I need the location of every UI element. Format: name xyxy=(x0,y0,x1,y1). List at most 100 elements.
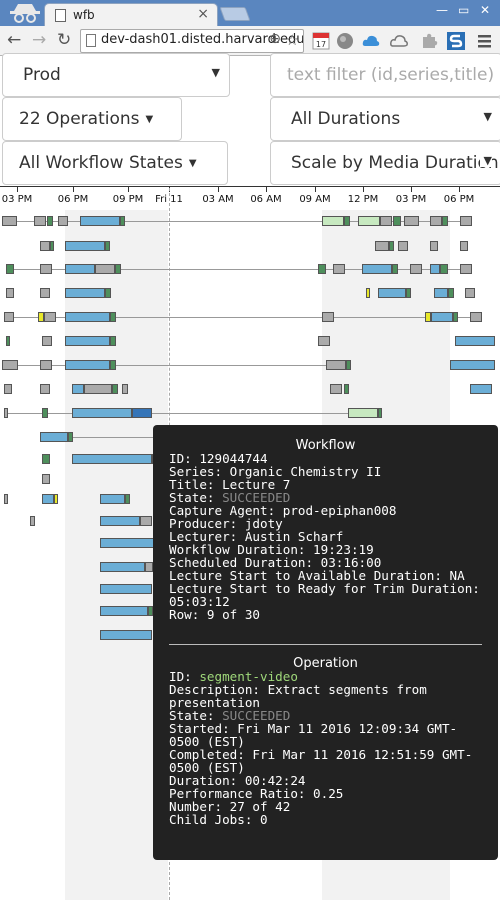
operation-segment[interactable] xyxy=(47,216,53,226)
operation-segment[interactable] xyxy=(470,312,482,322)
operation-segment[interactable] xyxy=(389,241,394,251)
operation-segment[interactable] xyxy=(318,336,330,346)
cloud-icon[interactable] xyxy=(361,31,381,51)
new-tab-button[interactable] xyxy=(219,7,251,21)
operation-segment[interactable] xyxy=(65,312,110,322)
forward-icon[interactable]: → xyxy=(32,30,47,50)
operation-segment[interactable] xyxy=(4,494,8,504)
operation-segment[interactable] xyxy=(132,408,152,418)
operation-segment[interactable] xyxy=(430,241,438,251)
operation-segment[interactable] xyxy=(44,312,56,322)
operation-segment[interactable] xyxy=(125,494,130,504)
operation-segment[interactable] xyxy=(54,494,58,504)
zoom-icon[interactable]: ⊕ xyxy=(269,31,281,47)
durations-select[interactable]: All Durations ▼ xyxy=(270,97,500,141)
operation-segment[interactable] xyxy=(6,288,14,298)
operation-segment[interactable] xyxy=(110,312,116,322)
cluster-select[interactable]: Prod ▼ xyxy=(2,53,230,97)
operation-segment[interactable] xyxy=(410,264,422,274)
operation-segment[interactable] xyxy=(38,312,44,322)
operation-segment[interactable] xyxy=(4,384,12,394)
operation-segment[interactable] xyxy=(42,494,54,504)
operation-segment[interactable] xyxy=(120,216,125,226)
operation-segment[interactable] xyxy=(404,216,419,226)
extension-calendar-icon[interactable]: 17 xyxy=(311,31,331,51)
operation-segment[interactable] xyxy=(42,474,50,484)
operation-segment[interactable] xyxy=(110,336,116,346)
operation-segment[interactable] xyxy=(140,516,152,526)
operation-segment[interactable] xyxy=(72,454,152,464)
operation-segment[interactable] xyxy=(448,288,454,298)
operation-segment[interactable] xyxy=(100,516,140,526)
operation-segment[interactable] xyxy=(453,312,458,322)
operation-segment[interactable] xyxy=(378,408,382,418)
operation-segment[interactable] xyxy=(6,264,14,274)
operation-segment[interactable] xyxy=(430,216,442,226)
operation-segment[interactable] xyxy=(42,408,48,418)
operation-segment[interactable] xyxy=(100,584,152,594)
operation-segment[interactable] xyxy=(40,360,52,370)
operation-segment[interactable] xyxy=(100,630,152,640)
operation-segment[interactable] xyxy=(378,288,406,298)
operation-segment[interactable] xyxy=(100,494,125,504)
operations-dropdown[interactable]: 22 Operations▼ xyxy=(2,97,182,141)
operation-segment[interactable] xyxy=(2,216,17,226)
puzzle-icon[interactable] xyxy=(419,31,439,51)
operation-segment[interactable] xyxy=(105,288,111,298)
operation-segment[interactable] xyxy=(450,360,495,370)
operation-segment[interactable] xyxy=(105,241,110,251)
operation-segment[interactable] xyxy=(40,384,50,394)
operation-segment[interactable] xyxy=(40,432,68,442)
operation-segment[interactable] xyxy=(430,264,440,274)
minimize-icon[interactable]: — xyxy=(436,3,448,17)
operation-segment[interactable] xyxy=(366,288,370,298)
operation-segment[interactable] xyxy=(392,264,398,274)
operation-segment[interactable] xyxy=(398,241,408,251)
operation-segment[interactable] xyxy=(434,288,448,298)
operation-segment[interactable] xyxy=(112,384,118,394)
operation-segment[interactable] xyxy=(333,264,345,274)
operation-segment[interactable] xyxy=(322,216,344,226)
operation-segment[interactable] xyxy=(465,288,475,298)
operation-segment[interactable] xyxy=(122,384,128,394)
operation-segment[interactable] xyxy=(4,408,8,418)
operation-segment[interactable] xyxy=(42,454,50,464)
browser-tab[interactable]: wfb × xyxy=(44,3,218,26)
operation-segment[interactable] xyxy=(100,606,148,616)
operation-segment[interactable] xyxy=(460,241,468,251)
operation-segment[interactable] xyxy=(80,216,120,226)
close-window-icon[interactable]: ✕ xyxy=(480,3,491,17)
operation-segment[interactable] xyxy=(65,288,105,298)
operation-segment[interactable] xyxy=(380,216,392,226)
operation-segment[interactable] xyxy=(318,264,326,274)
operation-segment[interactable] xyxy=(115,264,121,274)
operation-segment[interactable] xyxy=(6,336,10,346)
operation-segment[interactable] xyxy=(346,360,351,370)
operation-segment[interactable] xyxy=(326,360,346,370)
close-tab-icon[interactable]: × xyxy=(197,6,209,22)
operation-segment[interactable] xyxy=(358,216,380,226)
bookmark-star-icon[interactable]: ☆ xyxy=(285,31,299,49)
operation-segment[interactable] xyxy=(110,360,116,370)
operation-segment[interactable] xyxy=(40,264,52,274)
operation-segment[interactable] xyxy=(34,216,46,226)
cloud-outline-icon[interactable] xyxy=(389,31,409,51)
operation-segment[interactable] xyxy=(65,264,95,274)
operation-segment[interactable] xyxy=(65,241,105,251)
operation-segment[interactable] xyxy=(344,216,350,226)
operation-segment[interactable] xyxy=(362,264,392,274)
operation-segment[interactable] xyxy=(455,336,495,346)
operation-segment[interactable] xyxy=(470,384,492,394)
operation-segment[interactable] xyxy=(72,384,84,394)
menu-icon[interactable] xyxy=(474,31,494,51)
operation-segment[interactable] xyxy=(68,432,73,442)
operation-segment[interactable] xyxy=(145,562,153,572)
operation-segment[interactable] xyxy=(4,312,14,322)
back-icon[interactable]: ← xyxy=(7,30,22,50)
maximize-icon[interactable]: ▭ xyxy=(458,3,470,17)
operation-segment[interactable] xyxy=(393,216,401,226)
operation-segment[interactable] xyxy=(42,336,52,346)
operation-segment[interactable] xyxy=(2,360,18,370)
operation-segment[interactable] xyxy=(322,312,334,322)
operation-segment[interactable] xyxy=(40,241,50,251)
